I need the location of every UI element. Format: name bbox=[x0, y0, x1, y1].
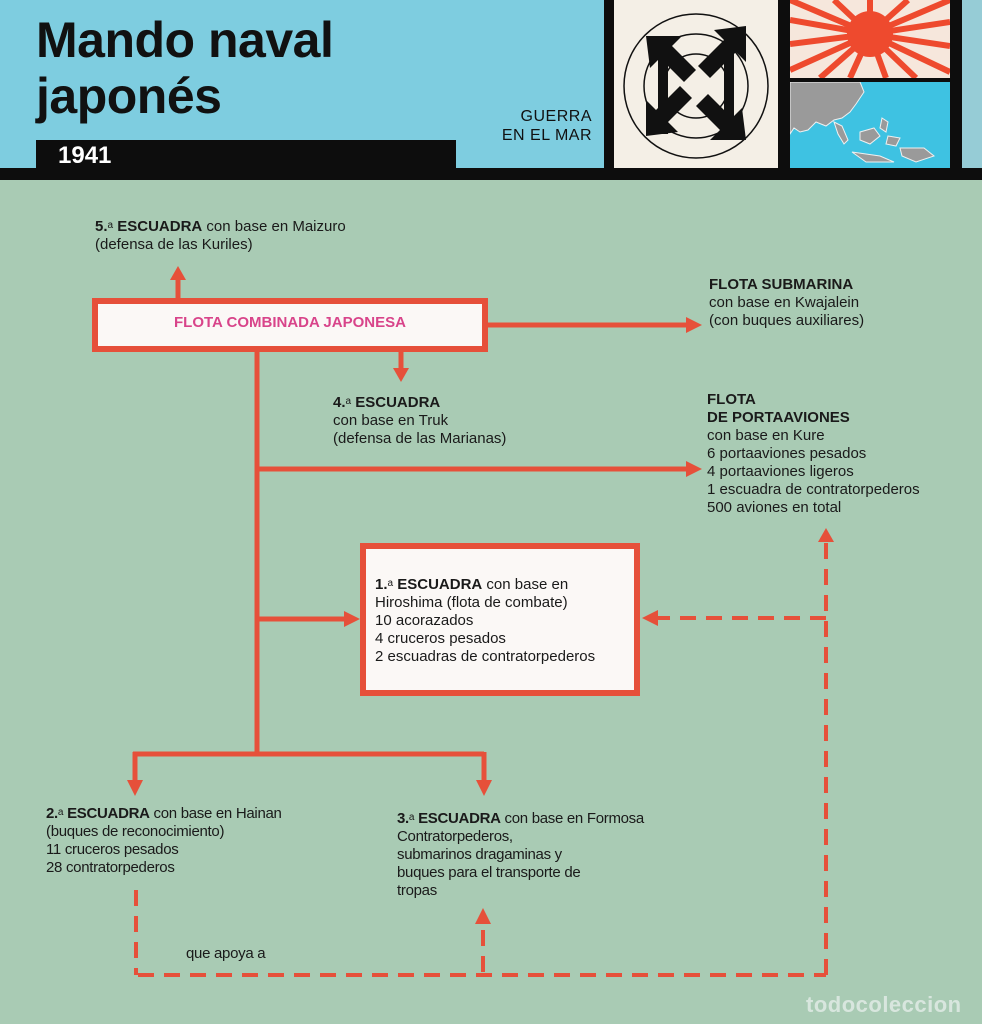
squadron-detail: 10 acorazados bbox=[375, 612, 474, 629]
squadron-detail: Contratorpederos, bbox=[397, 828, 513, 845]
fleet-detail: 6 portaaviones pesados bbox=[707, 445, 867, 462]
squadron-base: con base en Formosa bbox=[500, 810, 645, 827]
combined-fleet-box: FLOTA COMBINADA JAPONESA bbox=[92, 298, 488, 352]
squadron-number: 2. bbox=[46, 805, 58, 822]
next-card-edge bbox=[962, 0, 982, 168]
card-header: Mando naval japonés GUERRA EN EL MAR 194… bbox=[0, 0, 982, 180]
ordinal-suffix: a bbox=[345, 396, 352, 407]
squadron-base: con base en bbox=[482, 576, 569, 593]
squadron-detail: buques para el transporte de bbox=[397, 864, 581, 881]
second-squadron-node: 2.a ESCUADRA con base en Hainan (buques … bbox=[46, 805, 282, 877]
watermark: todocoleccion bbox=[806, 992, 962, 1017]
first-squadron-box: 1.a ESCUADRA con base en Hiroshima (flot… bbox=[360, 543, 640, 696]
fleet-detail: con base en Kure bbox=[707, 427, 825, 444]
fourth-squadron-node: 4.a ESCUADRA con base en Truk (defensa d… bbox=[333, 394, 506, 448]
fleet-name: DE PORTAAVIONES bbox=[707, 409, 850, 426]
southeast-asia-map-icon bbox=[790, 82, 950, 168]
fleet-detail: con base en Kwajalein bbox=[709, 294, 860, 311]
third-squadron-node: 3.a ESCUADRA con base en Formosa Contrat… bbox=[397, 810, 644, 900]
fleet-name: FLOTA bbox=[707, 391, 756, 408]
carrier-fleet-node: FLOTA DE PORTAAVIONES con base en Kure 6… bbox=[707, 391, 920, 517]
year-bar: 1941 bbox=[36, 140, 456, 172]
squadron-detail: submarinos dragaminas y bbox=[397, 846, 562, 863]
rising-sun-flag-icon bbox=[790, 0, 950, 78]
squadron-base: con base en Maizuro bbox=[202, 218, 346, 235]
squadron-name: ESCUADRA bbox=[397, 576, 483, 593]
squadron-name: ESCUADRA bbox=[355, 394, 441, 411]
squadron-detail: (buques de reconocimiento) bbox=[46, 823, 225, 840]
year-label: 1941 bbox=[58, 142, 112, 169]
squadron-number: 4. bbox=[333, 394, 346, 411]
squadron-detail: tropas bbox=[397, 882, 437, 899]
subject-label: GUERRA EN EL MAR bbox=[470, 107, 592, 145]
ordinal-suffix: a bbox=[408, 812, 415, 823]
subject-line-2: EN EL MAR bbox=[501, 127, 592, 144]
fleet-name: FLOTA SUBMARINA bbox=[709, 276, 854, 293]
squadron-number: 3. bbox=[397, 810, 409, 827]
squadron-name: ESCUADRA bbox=[418, 810, 501, 827]
squadron-name: ESCUADRA bbox=[117, 218, 203, 235]
fleet-detail: (con buques auxiliares) bbox=[709, 312, 865, 329]
combined-fleet-label: FLOTA COMBINADA JAPONESA bbox=[174, 314, 406, 331]
squadron-detail: 4 cruceros pesados bbox=[375, 630, 506, 647]
subject-line-1: GUERRA bbox=[520, 108, 592, 125]
fleet-detail: 500 aviones en total bbox=[707, 499, 842, 516]
squadron-detail: (defensa de las Kuriles) bbox=[95, 236, 253, 253]
title-line-1: Mando naval bbox=[36, 12, 334, 68]
squadron-detail: con base en Truk bbox=[333, 412, 449, 429]
ordinal-suffix: a bbox=[57, 807, 64, 818]
squadron-number: 5. bbox=[95, 218, 108, 235]
squadron-detail: 2 escuadras de contratorpederos bbox=[375, 648, 596, 665]
squadron-base: con base en Hainan bbox=[149, 805, 282, 822]
support-label: que apoya a bbox=[186, 945, 266, 962]
ordinal-suffix: a bbox=[387, 578, 394, 589]
squadron-name: ESCUADRA bbox=[67, 805, 150, 822]
fleet-detail: 4 portaaviones ligeros bbox=[707, 463, 854, 480]
fleet-detail: 1 escuadra de contratorpederos bbox=[707, 481, 920, 498]
squadron-detail: 11 cruceros pesados bbox=[46, 841, 179, 858]
first-squadron-node: 1.a ESCUADRA con base en Hiroshima (flot… bbox=[375, 576, 595, 666]
naval-arrows-emblem-icon bbox=[614, 0, 778, 168]
page-title: Mando naval japonés bbox=[36, 12, 334, 124]
title-line-2: japonés bbox=[36, 68, 222, 124]
fifth-squadron-node: 5.a ESCUADRA con base en Maizuro (defens… bbox=[95, 218, 346, 254]
squadron-number: 1. bbox=[375, 576, 388, 593]
squadron-detail: (defensa de las Marianas) bbox=[333, 430, 507, 447]
squadron-detail: Hiroshima (flota de combate) bbox=[375, 594, 568, 611]
squadron-detail: 28 contratorpederos bbox=[46, 859, 175, 876]
submarine-fleet-node: FLOTA SUBMARINA con base en Kwajalein (c… bbox=[709, 276, 864, 330]
ordinal-suffix: a bbox=[107, 220, 114, 231]
